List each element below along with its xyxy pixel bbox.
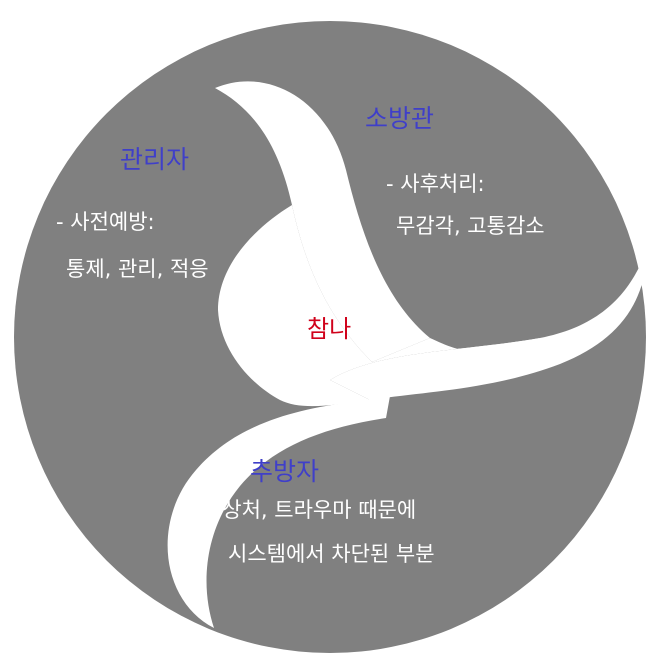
- manager-line-1: - 사전예방:: [56, 210, 155, 234]
- swirl-gap-top: [215, 81, 430, 362]
- swirl-gap-right: [330, 246, 648, 400]
- firefighter-line-2: 무감각, 고통감소: [396, 214, 545, 238]
- center-label: 참나: [307, 315, 352, 343]
- exile-title: 추방자: [250, 457, 320, 486]
- swirl-gap-left: [167, 396, 390, 628]
- center-region: [218, 205, 540, 407]
- exile-line-1: - 상처, 트라우마 때문에: [208, 498, 417, 522]
- firefighter-title: 소방관: [365, 104, 435, 133]
- manager-title: 관리자: [120, 145, 190, 174]
- exile-line-2: 시스템에서 차단된 부분: [228, 542, 435, 566]
- firefighter-line-1: - 사후처리:: [386, 172, 485, 196]
- manager-line-2: 통제, 관리, 적응: [66, 257, 209, 281]
